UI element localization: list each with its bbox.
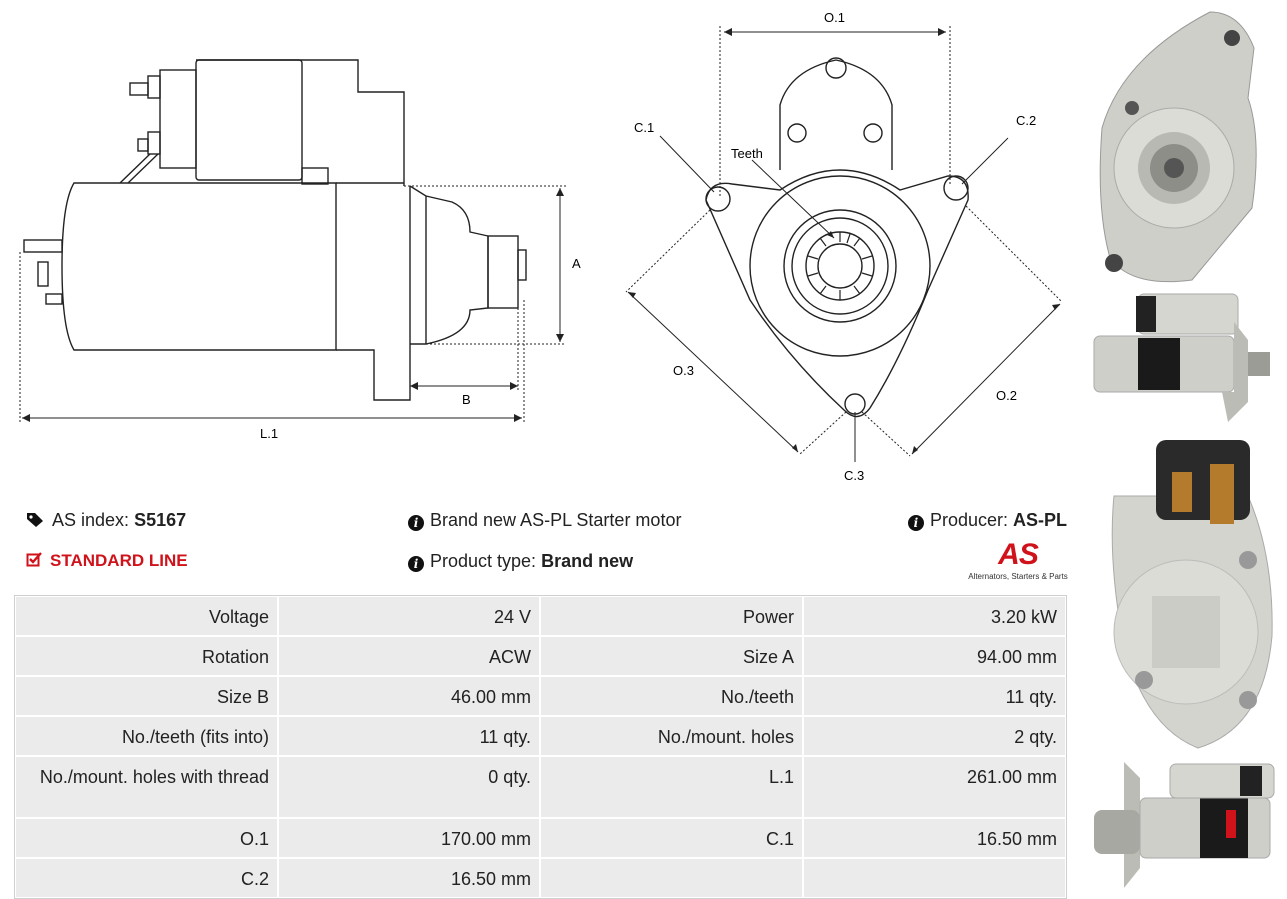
spec-label-cell: No./teeth (fits into): [15, 716, 278, 756]
producer-label: Producer:: [929, 510, 1008, 530]
label-o1: O.1: [824, 10, 845, 25]
spec-value-cell: [803, 858, 1066, 898]
as-index-row: AS index: S5167: [26, 510, 186, 531]
side-view-drawing: A B L.1: [19, 59, 581, 441]
spec-value-cell: 170.00 mm: [278, 818, 540, 858]
product-photo-side-2[interactable]: [1090, 758, 1282, 892]
spec-value-cell: 16.50 mm: [803, 818, 1066, 858]
label-c1: C.1: [634, 120, 654, 135]
spec-label-cell: [540, 858, 803, 898]
product-type-value: Brand new: [541, 551, 634, 571]
spec-value-cell: 0 qty.: [278, 756, 540, 818]
as-index-label: AS index:: [52, 510, 130, 530]
spec-label-cell: No./mount. holes with thread: [15, 756, 278, 818]
label-size-a: A: [572, 256, 581, 271]
spec-value-cell: 11 qty.: [803, 676, 1066, 716]
front-view-drawing: O.1 O.3 O.2 C.1 C.2 C.3 Teeth: [625, 10, 1063, 483]
spec-value-cell: 24 V: [278, 596, 540, 636]
standard-line-badge: STANDARD LINE: [26, 551, 188, 571]
checkbox-icon: [26, 552, 42, 567]
info-icon: i: [408, 515, 424, 531]
product-type-label: Product type:: [430, 551, 537, 571]
logo-mark: AS: [998, 538, 1039, 571]
spec-label-cell: O.1: [15, 818, 278, 858]
spec-value-cell: ACW: [278, 636, 540, 676]
product-description: Brand new AS-PL Starter motor: [430, 510, 682, 530]
spec-value-cell: 94.00 mm: [803, 636, 1066, 676]
label-c2: C.2: [1016, 113, 1036, 128]
standard-line-label: STANDARD LINE: [50, 551, 188, 570]
brand-logo[interactable]: AS Alternators, Starters & Parts: [966, 538, 1070, 581]
info-icon: i: [408, 556, 424, 572]
info-icon: i: [907, 515, 924, 531]
label-teeth: Teeth: [731, 146, 763, 161]
label-o2: O.2: [996, 388, 1017, 403]
pinion-teeth: [807, 232, 873, 300]
spec-label-cell: Voltage: [15, 596, 278, 636]
spec-label-cell: No./mount. holes: [540, 716, 803, 756]
product-type-row: i Product type: Brand new: [408, 551, 633, 572]
spec-value-cell: 261.00 mm: [803, 756, 1066, 818]
spec-value-cell: 11 qty.: [278, 716, 540, 756]
spec-label-cell: No./teeth: [540, 676, 803, 716]
label-o3: O.3: [673, 363, 694, 378]
spec-value-cell: 16.50 mm: [278, 858, 540, 898]
spec-label-cell: Size B: [15, 676, 278, 716]
tag-icon: [27, 513, 43, 527]
producer-value: AS-PL: [1013, 510, 1067, 530]
description-row: i Brand new AS-PL Starter motor: [408, 510, 681, 531]
spec-label-cell: C.2: [15, 858, 278, 898]
logo-tagline: Alternators, Starters & Parts: [968, 572, 1068, 581]
spec-value-cell: 3.20 kW: [803, 596, 1066, 636]
spec-value-cell: 46.00 mm: [278, 676, 540, 716]
label-length-l1: L.1: [260, 426, 278, 441]
spec-value-cell: 2 qty.: [803, 716, 1066, 756]
as-index-value: S5167: [134, 510, 187, 530]
spec-label-cell: L.1: [540, 756, 803, 818]
product-photo-side[interactable]: [1088, 292, 1278, 427]
label-size-b: B: [462, 392, 471, 407]
spec-label-cell: Size A: [540, 636, 803, 676]
table-row: No./teeth (fits into)11 qty.No./mount. h…: [15, 716, 1066, 756]
spec-label-cell: C.1: [540, 818, 803, 858]
product-photo-front[interactable]: [1092, 8, 1262, 288]
product-photo-rear[interactable]: [1098, 436, 1280, 754]
label-c3: C.3: [844, 468, 864, 483]
producer-row: i Producer: AS-PL: [907, 510, 1067, 531]
spec-label-cell: Rotation: [15, 636, 278, 676]
spec-label-cell: Power: [540, 596, 803, 636]
